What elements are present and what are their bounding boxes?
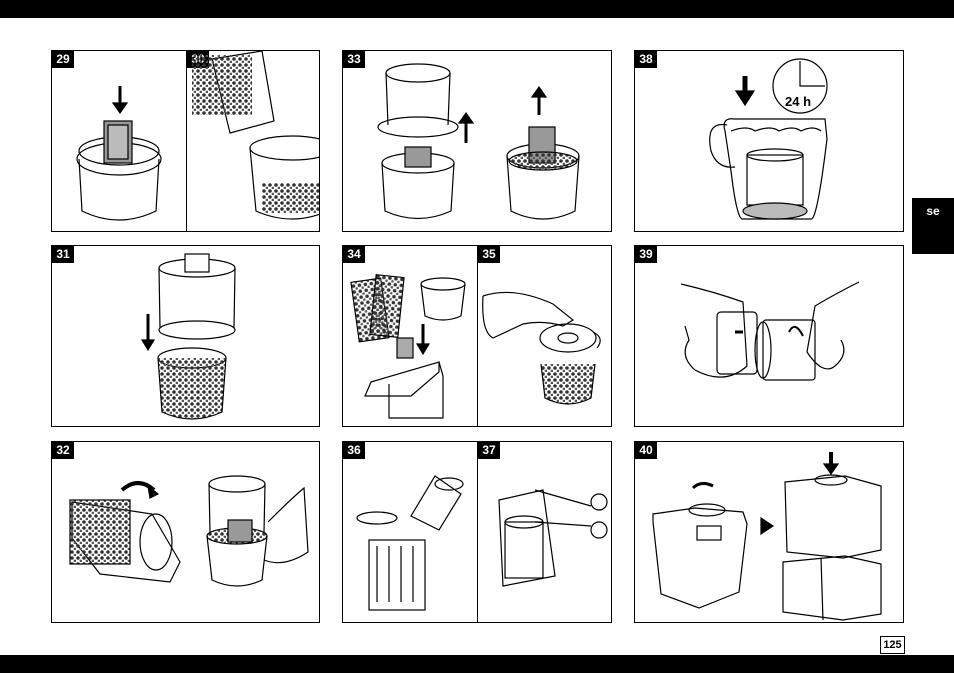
panel-39: 39 xyxy=(634,245,904,427)
soak-filter-illustration: 24 h xyxy=(635,51,904,232)
panel-29-30: 29 30 xyxy=(51,50,320,232)
pour-out-granules-illustration xyxy=(52,442,320,623)
reassemble-unit-illustration xyxy=(635,442,904,623)
panel-40: 40 xyxy=(634,441,904,623)
cartridge-fill-illustration xyxy=(52,246,320,427)
page-number: 125 xyxy=(880,636,905,654)
replace-filter-illustration xyxy=(343,442,612,623)
panel-33: 33 xyxy=(342,50,612,232)
panel-31: 31 xyxy=(51,245,320,427)
filter-insert-illustration xyxy=(52,51,320,232)
bottom-bar xyxy=(0,655,954,673)
panel-34-35: 34 35 xyxy=(342,245,612,427)
top-bar xyxy=(0,0,954,18)
clock-label: 24 h xyxy=(785,94,811,109)
panel-32: 32 xyxy=(51,441,320,623)
dispose-filter-illustration xyxy=(343,246,612,427)
lid-removal-illustration xyxy=(343,51,612,232)
panel-36-37: 36 37 xyxy=(342,441,612,623)
assemble-filter-illustration xyxy=(635,246,904,427)
language-tab: se xyxy=(912,198,954,254)
panel-38: 38 24 h xyxy=(634,50,904,232)
